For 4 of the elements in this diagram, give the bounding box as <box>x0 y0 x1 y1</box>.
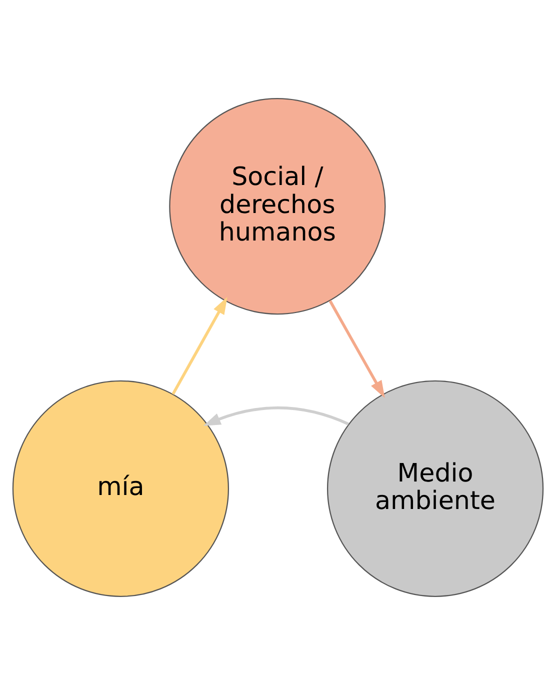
arrow <box>328 300 385 398</box>
arrow <box>203 406 350 426</box>
arrow <box>172 296 228 395</box>
node-circle: mía <box>12 380 230 597</box>
